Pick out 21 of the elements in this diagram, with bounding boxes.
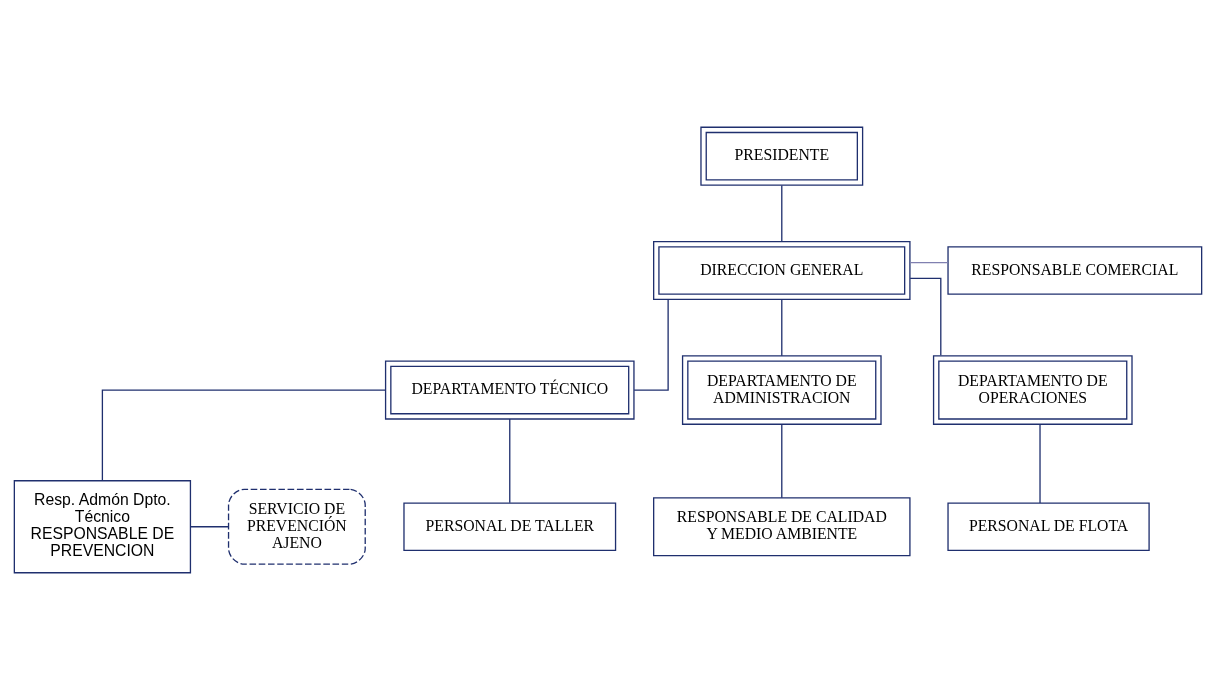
connector: [909, 277, 942, 356]
node-box: DEPARTAMENTO DE OPERACIONES: [932, 354, 1133, 425]
node-box: PRESIDENTE: [700, 126, 864, 186]
node-box: SERVICIO DE PREVENCIÓN AJENO: [227, 488, 366, 565]
node-box: PERSONAL DE FLOTA: [947, 501, 1150, 551]
connector: [1039, 423, 1041, 504]
connector: [189, 525, 229, 527]
node-box: PERSONAL DE TALLER: [403, 501, 617, 551]
connector: [781, 184, 783, 242]
node-box: RESPONSABLE COMERCIAL: [947, 245, 1203, 295]
connector: [781, 423, 783, 498]
node-box: DEPARTAMENTO TÉCNICO: [384, 360, 635, 420]
node-box: Resp. Admón Dpto. Técnico RESPONSABLE DE PREVENCION: [13, 479, 192, 573]
connector: [633, 298, 669, 391]
connector: [101, 388, 386, 481]
node-box: DIRECCION GENERAL: [653, 240, 911, 300]
connector: [909, 261, 949, 263]
node-box: RESPONSABLE DE CALIDAD Y MEDIO AMBIENTE: [653, 496, 911, 556]
node-box: DEPARTAMENTO DE ADMINISTRACION: [681, 354, 882, 425]
connector: [781, 298, 783, 357]
connector: [509, 417, 511, 503]
